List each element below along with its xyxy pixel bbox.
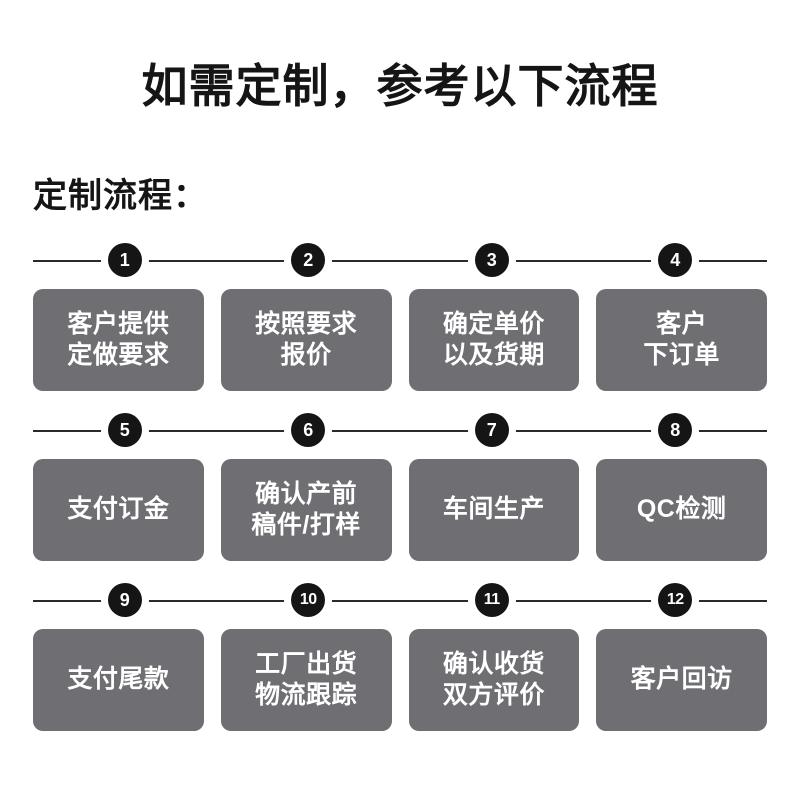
process-flow: 1 2 3 4 客户提供 定做要求 按照要求 报价 确定单价 以及货期 [33,237,767,747]
step-marker-cell: 3 [400,237,584,283]
step-number-badge: 3 [474,243,509,277]
process-row-3: 9 10 11 12 支付尾款 工厂出货 物流跟踪 确认收货 双方评价 [33,577,767,731]
step-marker-cell: 8 [584,407,768,453]
section-title: 定制流程： [33,177,208,215]
connector-line [33,430,767,432]
step-card: 支付订金 [33,459,204,561]
connector-line [33,260,767,262]
step-card: 确认收货 双方评价 [408,629,580,731]
step-marker-cell: 12 [584,577,768,623]
step-card: 支付尾款 [33,629,204,731]
step-marker-cell: 11 [400,577,584,623]
step-marker-row-2: 5 6 7 8 [33,407,767,453]
step-card: 按照要求 报价 [220,289,392,391]
step-card: 确定单价 以及货期 [408,289,580,391]
page-title: 如需定制，参考以下流程 [141,60,659,112]
step-card: QC检测 [596,459,767,561]
step-marker-cell: 2 [217,237,401,283]
step-marker-row-3: 9 10 11 12 [33,577,767,623]
step-marker-cell: 7 [400,407,584,453]
step-number-badge: 4 [658,243,693,277]
step-number-badge: 9 [107,583,142,617]
step-number-badge: 2 [291,243,326,277]
step-card: 车间生产 [408,459,580,561]
step-number-badge: 6 [291,413,326,447]
step-marker-cell: 1 [33,237,217,283]
step-marker-row-1: 1 2 3 4 [33,237,767,283]
step-marker-cell: 6 [217,407,401,453]
step-card: 确认产前 稿件/打样 [220,459,392,561]
connector-line [33,600,767,602]
step-marker-cell: 10 [217,577,401,623]
process-row-2: 5 6 7 8 支付订金 确认产前 稿件/打样 车间生产 QC检 [33,407,767,561]
step-card: 客户提供 定做要求 [33,289,204,391]
step-card: 客户 下订单 [596,289,767,391]
step-number-badge: 11 [474,583,509,617]
step-card: 客户回访 [596,629,767,731]
step-card: 工厂出货 物流跟踪 [220,629,392,731]
step-marker-cell: 4 [584,237,768,283]
step-marker-cell: 9 [33,577,217,623]
step-marker-cell: 5 [33,407,217,453]
process-row-1: 1 2 3 4 客户提供 定做要求 按照要求 报价 确定单价 以及货期 [33,237,767,391]
step-number-badge: 8 [658,413,693,447]
step-number-badge: 7 [474,413,509,447]
step-number-badge: 12 [658,583,693,617]
step-number-badge: 1 [107,243,142,277]
step-number-badge: 10 [291,583,326,617]
step-number-badge: 5 [107,413,142,447]
